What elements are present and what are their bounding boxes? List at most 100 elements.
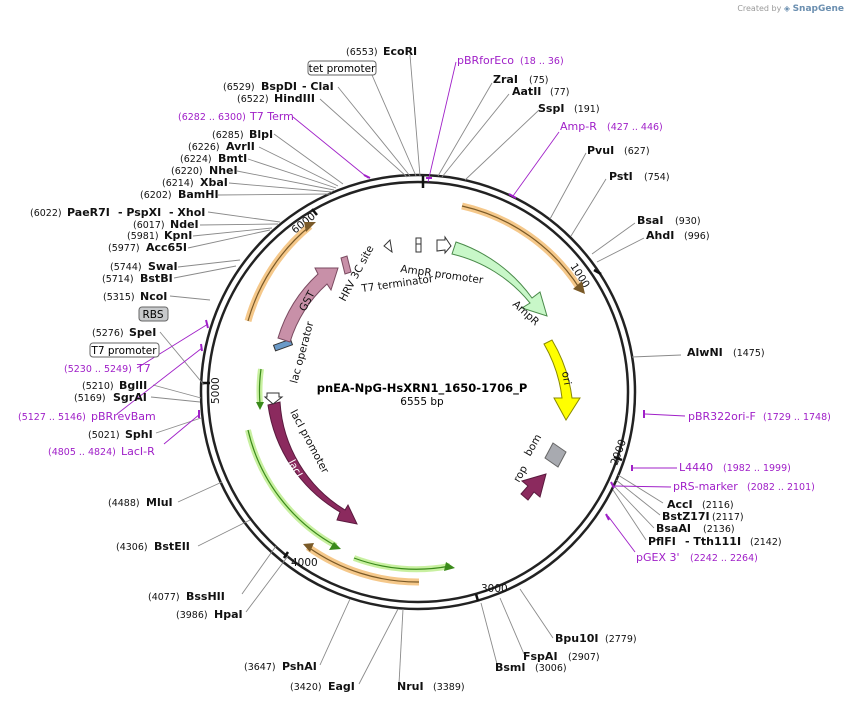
enzyme-pos: (5169) xyxy=(74,393,106,404)
gst-feature xyxy=(277,267,339,343)
enzyme-pos: (627) xyxy=(624,146,650,157)
primer-marks xyxy=(198,174,645,521)
credit-prefix: Created by xyxy=(737,4,782,13)
plasmid-size: 6555 bp xyxy=(400,396,444,408)
bom-feature xyxy=(544,442,567,468)
enzyme-name: ZraI xyxy=(493,73,518,86)
primer-labels: pBRforEco (18 .. 36) Amp-R (427 .. 446) … xyxy=(18,54,831,564)
enzyme-name: BstEII xyxy=(154,540,190,553)
enzyme-name: AvrII xyxy=(226,140,255,153)
ori-label: ori xyxy=(559,370,573,386)
enzyme-name: BlpI xyxy=(249,128,273,141)
primer-name: Amp-R xyxy=(560,120,597,133)
snapgene-credit: Created by ◈ SnapGene xyxy=(737,4,844,14)
enzyme-pos: (3389) xyxy=(433,682,465,693)
snapgene-logo-icon: ◈ xyxy=(783,4,791,13)
enzyme-pos: (2136) xyxy=(703,524,735,535)
enzyme-pos: (191) xyxy=(574,104,600,115)
enzyme-pos: (6224) xyxy=(180,154,212,165)
enzyme-pos: (3420) xyxy=(290,682,322,693)
tick-3000: 3000 xyxy=(481,583,508,595)
enzyme-pos: (5210) xyxy=(82,381,114,392)
enzyme-pos: (4488) xyxy=(108,498,140,509)
enzyme-name: BspDI xyxy=(261,80,297,93)
enzyme-name: NdeI xyxy=(170,218,199,231)
primer-name: T7 Term xyxy=(249,110,294,123)
enzyme-name: Acc65I xyxy=(146,241,187,254)
enzyme-pos: (754) xyxy=(644,172,670,183)
enzyme-name: BstBI xyxy=(140,272,173,285)
enzyme-name: - PspXI xyxy=(118,206,161,219)
enzyme-pos: (2116) xyxy=(702,500,734,511)
enzyme-pos: (996) xyxy=(684,231,710,242)
enzyme-pos: (1475) xyxy=(733,348,765,359)
primer-range: (1982 .. 1999) xyxy=(723,463,791,474)
rbs-label: RBS xyxy=(143,309,164,321)
bom-label: bom xyxy=(522,432,544,458)
enzyme-pos: (75) xyxy=(529,75,549,86)
tick-4000: 4000 xyxy=(291,557,318,569)
enzyme-pos: (6022) xyxy=(30,208,62,219)
enzyme-name: Bpu10I xyxy=(555,632,599,645)
enzyme-name: EagI xyxy=(328,680,355,693)
primer-leaders xyxy=(116,61,686,553)
enzyme-name: NruI xyxy=(397,680,424,693)
enzyme-name: BssHII xyxy=(186,590,225,603)
enzyme-name: BstZ17I xyxy=(662,510,710,523)
enzyme-name: BsaAI xyxy=(656,522,691,535)
primer-range: (2082 .. 2101) xyxy=(747,482,815,493)
credit-brand: SnapGene xyxy=(792,4,844,14)
orf-arrow-top-left xyxy=(304,222,316,232)
enzyme-name: SgrAI xyxy=(113,391,147,404)
primer-range: (4805 .. 4824) xyxy=(48,447,116,458)
enzyme-name: FspAI xyxy=(523,650,558,663)
t7-promoter-label: T7 promoter xyxy=(90,345,157,357)
hrv-label: HRV 3C site xyxy=(337,244,376,304)
enzyme-pos: (6522) xyxy=(237,94,269,105)
enzyme-name: PstI xyxy=(609,170,633,183)
laci-promoter-arrow xyxy=(263,392,284,405)
enzyme-pos: (77) xyxy=(550,87,570,98)
t7-terminator-mark xyxy=(415,237,422,253)
enzyme-pos: (2142) xyxy=(750,537,782,548)
ori-feature xyxy=(543,339,581,421)
enzyme-pos: (5977) xyxy=(108,243,140,254)
enzyme-name: BamHI xyxy=(178,188,219,201)
primer-name: T7 xyxy=(136,362,151,375)
enzyme-pos: (6202) xyxy=(140,190,172,201)
primer-name: pGEX 3' xyxy=(636,551,680,564)
primer-range: (5127 .. 5146) xyxy=(18,412,86,423)
enzyme-pos: (3006) xyxy=(535,663,567,674)
enzyme-name: BglII xyxy=(119,379,147,392)
enzyme-pos: (2907) xyxy=(568,652,600,663)
primer-range: (18 .. 36) xyxy=(520,56,564,67)
enzyme-name: AatII xyxy=(512,85,541,98)
enzyme-name: SpeI xyxy=(129,326,156,339)
orf-arc-green-bottom xyxy=(352,555,451,573)
hrv-cleavage-mark xyxy=(340,255,352,275)
orf-arc-green-lower xyxy=(245,429,338,549)
primer-range: (5230 .. 5249) xyxy=(64,364,132,375)
enzyme-name: AlwNI xyxy=(687,346,723,359)
enzyme-name: HindIII xyxy=(274,92,315,105)
primer-range: (2242 .. 2264) xyxy=(690,553,758,564)
backbone-inner xyxy=(206,180,630,604)
tet-promoter-label: tet promoter xyxy=(309,63,376,75)
enzyme-name: - XhoI xyxy=(169,206,205,219)
t7-terminator-label: T7 terminator xyxy=(360,273,435,295)
enzyme-pos: (5021) xyxy=(88,430,120,441)
plasmid-name: pnEA-NpG-HsXRN1_1650-1706_P xyxy=(317,381,528,396)
backbone-outer xyxy=(199,173,637,611)
t7-promoter-box xyxy=(89,342,160,358)
ampr-feature xyxy=(451,241,548,317)
enzyme-pos: (6529) xyxy=(223,82,255,93)
enzyme-name: PshAI xyxy=(282,660,317,673)
enzyme-name: BsaI xyxy=(637,214,663,227)
enzyme-name: MluI xyxy=(146,496,173,509)
enzyme-name: PvuI xyxy=(587,144,614,157)
enzyme-pos: (6285) xyxy=(212,130,244,141)
primer-range: (1729 .. 1748) xyxy=(763,412,831,423)
enzyme-pos: (3647) xyxy=(244,662,276,673)
enzyme-name: XbaI xyxy=(200,176,228,189)
